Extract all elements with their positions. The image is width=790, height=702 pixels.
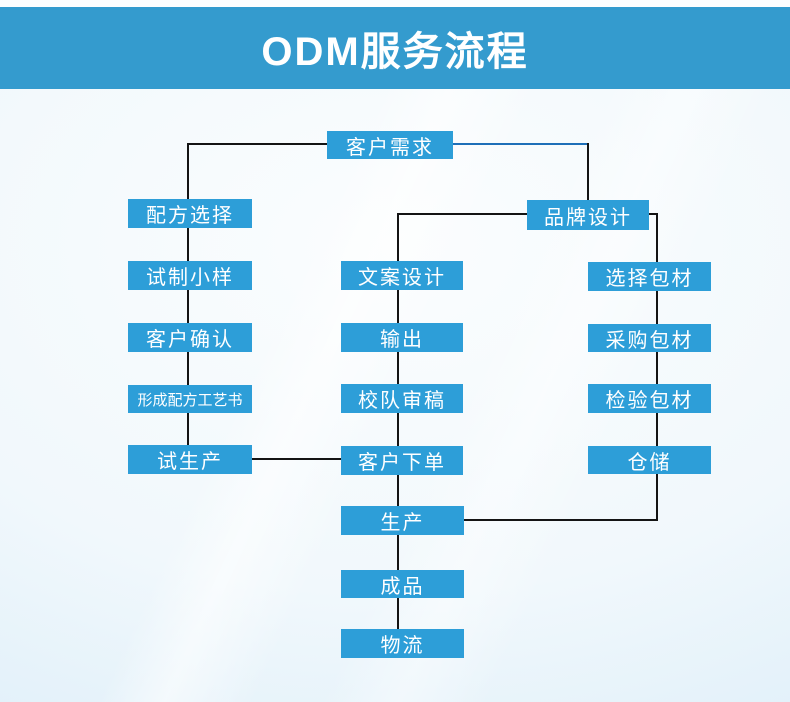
connector-demand-to-brand-horizontal <box>453 143 589 145</box>
flow-node-trial-sample: 试制小样 <box>128 261 252 290</box>
top-strip <box>0 0 790 7</box>
flow-node-production: 生产 <box>341 506 464 535</box>
flow-node-warehousing: 仓储 <box>588 446 711 474</box>
connector-right-column-vertical <box>656 214 658 521</box>
flow-node-inspect-packaging: 检验包材 <box>588 384 711 413</box>
flow-node-customer-confirm: 客户确认 <box>128 323 252 352</box>
header-banner: ODM服务流程 <box>0 7 790 89</box>
flow-node-purchase-packaging: 采购包材 <box>588 324 711 352</box>
connector-brand-vertical-drop <box>587 143 589 201</box>
flow-node-customer-order: 客户下单 <box>341 446 463 475</box>
connector-demand-to-left-column <box>187 143 327 145</box>
page-title: ODM服务流程 <box>261 30 529 74</box>
flow-node-output: 输出 <box>341 323 463 352</box>
flow-node-brand-design: 品牌设计 <box>527 200 649 230</box>
flow-node-copy-design: 文案设计 <box>341 261 463 290</box>
flow-node-proofread-review: 校队审稿 <box>341 384 463 413</box>
flow-node-formula-selection: 配方选择 <box>128 199 252 228</box>
flow-node-trial-production: 试生产 <box>128 445 252 474</box>
connector-left-column-vertical <box>187 143 189 445</box>
flow-node-finished-product: 成品 <box>341 570 464 598</box>
flow-node-select-packaging: 选择包材 <box>588 262 711 291</box>
connector-trial-to-order <box>252 458 341 460</box>
flow-node-customer-demand: 客户需求 <box>327 131 453 159</box>
connector-middle-column-vertical <box>397 213 399 630</box>
flow-node-formula-process-book: 形成配方工艺书 <box>128 385 252 413</box>
flow-node-logistics: 物流 <box>341 629 464 658</box>
connector-warehouse-to-production <box>464 519 658 521</box>
